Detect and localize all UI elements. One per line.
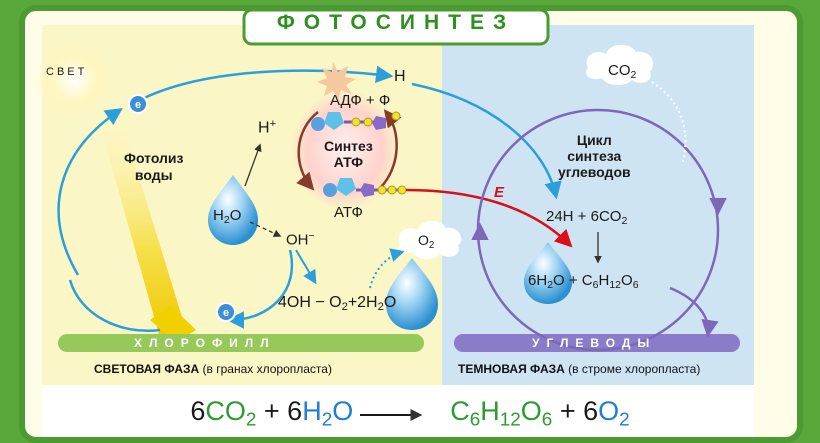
hydroxide-reaction-label: 4OH − O2+2H2O [278,294,397,313]
light-label: СВЕТ [46,66,88,78]
summary-equation: 6CO2 + 6H2O C6H12O6 + 6O2 [190,396,630,431]
chlorophyll-bar [58,334,424,352]
to-hplus-arrow [244,143,262,187]
hydrogen-co2-label: 24H + 6CO2 [546,208,628,227]
svg-text:e: e [223,307,229,319]
atp-ribose-icon [336,178,356,196]
dark-phase-caption: ТЕМНОВАЯ ФАЗА (в строме хлоропласта) [458,362,701,376]
oxygen-cloud-icon [397,220,462,260]
electron-path-bottom [68,279,161,332]
dark-products-label: 6H2O + C6H12O6 [528,272,639,291]
atp-cycle-left-arrow [296,111,319,191]
sun-icon [34,40,114,120]
light-beam [100,115,186,338]
h-plus-label: H+ [258,118,277,137]
to-oh-arrow [249,221,282,237]
oh-minus-label: OH− [286,230,315,249]
carbohydrates-bar [454,334,740,352]
energy-arrow [405,188,573,248]
svg-text:e: e [135,99,141,111]
electron-path-top [139,65,394,102]
electron-path-left [57,108,123,276]
carbohydrates-label: УГЛЕВОДЫ [532,336,657,350]
energy-burst-icon [317,62,356,100]
to-carbohydrates-arrow [669,286,719,338]
title-tab [242,8,550,46]
ribose-icon [324,112,344,130]
co2-dark-label: CO2 [608,62,637,81]
h-label: H [394,68,406,85]
water-drop-left-icon [208,175,258,245]
poster-title: ФОТОСИНТЕЗ [276,11,516,34]
phosphate-icon [391,111,401,121]
h2o-left-label: H2O [213,207,242,226]
energy-label: E [494,184,505,201]
co2-cloud-icon [585,44,654,86]
electron-top-icon [128,94,148,114]
hydrogen-to-cycle-arrow [411,82,562,200]
electron-return-arrow [226,249,294,329]
beam-flash [150,305,196,342]
light-phase-caption: СВЕТОВАЯ ФАЗА (в гранах хлоропласта) [94,362,332,376]
water-drop-right-icon [386,258,438,330]
o2-light-label: O2 [418,232,435,251]
water-drop-dark-icon [524,242,572,304]
chlorophyll-label: ХЛОРОФИЛЛ [134,336,276,350]
atp-adenine-icon [323,183,337,197]
electron-bottom-icon [216,302,236,322]
equation-panel [42,385,754,437]
co2-intake-arrow [651,81,687,166]
atp-label: АТФ [334,204,363,221]
adp-p-label: АДФ + Ф [330,92,391,109]
oh-to-reaction-arrow [295,249,317,285]
adenine-icon [311,117,325,131]
oxygen-release-arrow [369,248,405,289]
atp-cycle-right-arrow [379,109,402,189]
